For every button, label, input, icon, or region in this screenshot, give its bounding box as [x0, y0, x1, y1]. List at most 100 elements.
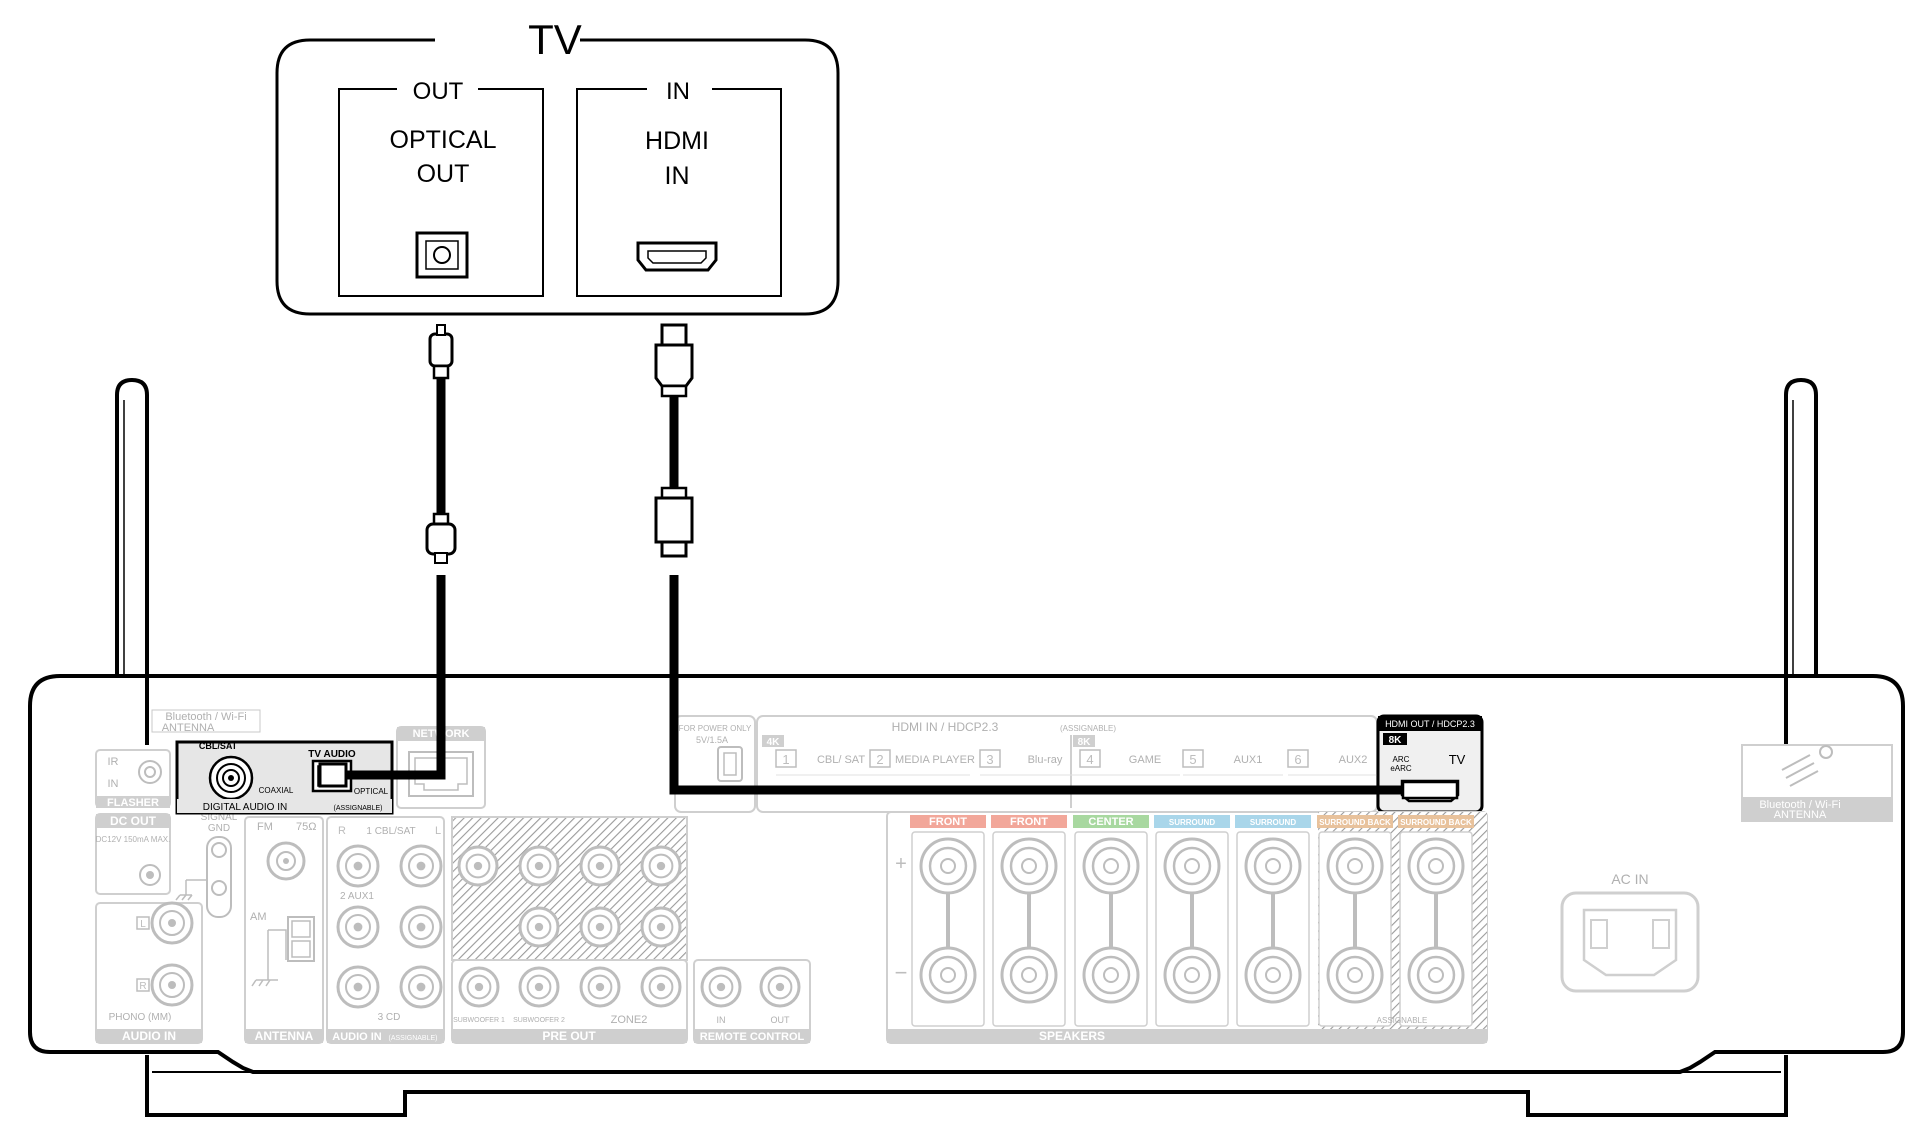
audio-in-rca-section: R L 1 CBL/SAT 2 AUX1 3 CD AUDIO IN (ASSI… [326, 816, 445, 1044]
rca-jacks-audio-in [336, 844, 443, 1009]
fm-label: FM [257, 821, 273, 833]
signal-gnd-line2: GND [208, 823, 230, 834]
hdmi-out-earc: eARC [1390, 764, 1412, 773]
signal-gnd-line1: SIGNAL [201, 812, 238, 823]
tuner-antenna-section: FM 75Ω AM ANTENNA [244, 816, 324, 1044]
subwoofer2-label: SUBWOOFER 2 [513, 1017, 565, 1024]
minus-symbol: − [895, 960, 908, 985]
rca-jack-audio-in-r [336, 965, 380, 1009]
subwoofer1-label: SUBWOOFER 1 [453, 1017, 505, 1024]
bt-antenna-left-line1: Bluetooth / Wi-Fi [165, 711, 246, 723]
remote-control-section: IN OUT REMOTE CONTROL [693, 959, 811, 1044]
svg-text:R: R [139, 981, 146, 992]
hdmi-input-number: 3 [986, 752, 993, 767]
cbl-sat-digital-label: CBL/SAT [199, 741, 238, 751]
speaker-group-label: SURROUND [1169, 818, 1215, 827]
antenna-label: ANTENNA [255, 1029, 314, 1043]
right-antenna [1784, 377, 1818, 745]
hdmi-in-8k-badge: 8K [1078, 737, 1092, 748]
hdmi-in-header: HDMI IN / HDCP2.3 [892, 720, 999, 734]
tv-out-header: OUT [413, 78, 464, 105]
zone2-label: ZONE2 [611, 1014, 648, 1026]
tv-audio-label: TV AUDIO [308, 749, 356, 760]
speaker-group-label: SURROUND BACK [1400, 818, 1472, 827]
rca-jack-audio-in-l [399, 965, 443, 1009]
dc-out-section: DC OUT DC12V 150mA MAX. [95, 813, 171, 895]
bt-antenna-right-label: Bluetooth / Wi-Fi ANTENNA [1741, 744, 1893, 822]
rca-jack-pre-out [518, 845, 560, 887]
hdmi-input-number: 1 [782, 752, 789, 767]
rca-jack-pre-out [579, 845, 621, 887]
rca-jacks-pre-out [457, 845, 682, 1008]
dc-out-spec: DC12V 150mA MAX. [96, 835, 171, 844]
hdmi-input-name: Blu-ray [1028, 754, 1063, 766]
tv-in-header: IN [666, 78, 690, 105]
usb-power-line1: FOR POWER ONLY [679, 724, 752, 733]
tv-unit: TV OUT OPTICAL OUT IN HDMI IN [275, 16, 840, 316]
fm-ohm-label: 75Ω [296, 821, 316, 833]
speaker-group-label: SURROUND BACK [1319, 818, 1391, 827]
coaxial-label: COAXIAL [259, 786, 294, 795]
pre-out-label: PRE OUT [542, 1029, 596, 1043]
rca-jack-sub-zone [458, 966, 500, 1008]
digital-assignable-label: (ASSIGNABLE) [333, 805, 382, 812]
speaker-group-5: SURROUND [1235, 815, 1311, 1027]
optical-port-icon [415, 231, 469, 279]
tv-title: TV [528, 16, 582, 63]
remote-out-label: OUT [771, 1015, 791, 1025]
speaker-group-label: FRONT [929, 816, 967, 828]
speaker-group-6: SURROUND BACK [1317, 815, 1393, 1027]
speaker-group-2: FRONT [991, 815, 1067, 1027]
phono-label: PHONO (MM) [109, 1012, 172, 1023]
tv-out-panel: OUT OPTICAL OUT [338, 78, 544, 297]
remote-in-label: IN [717, 1015, 726, 1025]
speakers-assignable-label: ASSIGNABLE [1377, 1016, 1428, 1025]
hdmi-out-8k: 8K [1389, 735, 1403, 746]
phono-section: L R PHONO (MM) AUDIO IN [95, 901, 203, 1044]
rca-jack-remote-out [759, 966, 801, 1008]
speakers-section: FRONT FRONT CENTER SURROUND SURROUND SURROUND… [886, 811, 1488, 1044]
svg-text:L: L [435, 825, 441, 837]
rca-jack-pre-out [518, 906, 560, 948]
usb-power-section: FOR POWER ONLY 5V/1.5A [674, 715, 756, 813]
speaker-group-label: SURROUND [1250, 818, 1296, 827]
hdmi-in-4k-badge: 4K [767, 737, 781, 748]
rca-jack-audio-in-l [399, 905, 443, 949]
audio-in-rca-label: AUDIO IN [332, 1031, 382, 1043]
bt-antenna-right-line2: ANTENNA [1774, 809, 1827, 821]
ir-label: IR [108, 756, 119, 768]
tv-in-panel: IN HDMI IN [576, 78, 782, 297]
speaker-group-label: FRONT [1010, 816, 1048, 828]
audio-in-3: 3 CD [378, 1012, 401, 1023]
digital-audio-in-panel: CBL/SAT COAXIAL TV AUDIO OPTICAL DIGITAL… [175, 740, 394, 815]
rca-jacks-remote [700, 966, 801, 1008]
speaker-group-1: FRONT [910, 815, 986, 1027]
svg-text:L: L [140, 919, 146, 930]
svg-text:R: R [338, 825, 346, 837]
hdmi-in-assignable: (ASSIGNABLE) [1060, 724, 1116, 733]
ac-in-label: AC IN [1611, 871, 1648, 887]
usb-power-line2: 5V/1.5A [696, 735, 728, 745]
tv-hdmi-label-2: IN [665, 162, 690, 190]
hdmi-input-number: 4 [1086, 752, 1093, 767]
audio-in-assignable-label: (ASSIGNABLE) [388, 1035, 437, 1042]
bt-antenna-left-label: Bluetooth / Wi-Fi ANTENNA [151, 709, 261, 734]
digital-audio-in-label: DIGITAL AUDIO IN [203, 802, 287, 813]
bt-antenna-left-line2: ANTENNA [162, 722, 215, 734]
signal-gnd-section: SIGNAL GND [175, 812, 238, 918]
speaker-group-7: SURROUND BACK [1398, 815, 1474, 1027]
speaker-group-3: CENTER [1073, 815, 1149, 1027]
remote-control-label: REMOTE CONTROL [700, 1031, 805, 1043]
audio-in-1: 1 CBL/SAT [366, 826, 415, 837]
rca-jack-pre-out [640, 845, 682, 887]
rca-jack-sub-zone [640, 966, 682, 1008]
rca-jack-audio-in-r [336, 844, 380, 888]
hdmi-port-icon [636, 241, 718, 272]
